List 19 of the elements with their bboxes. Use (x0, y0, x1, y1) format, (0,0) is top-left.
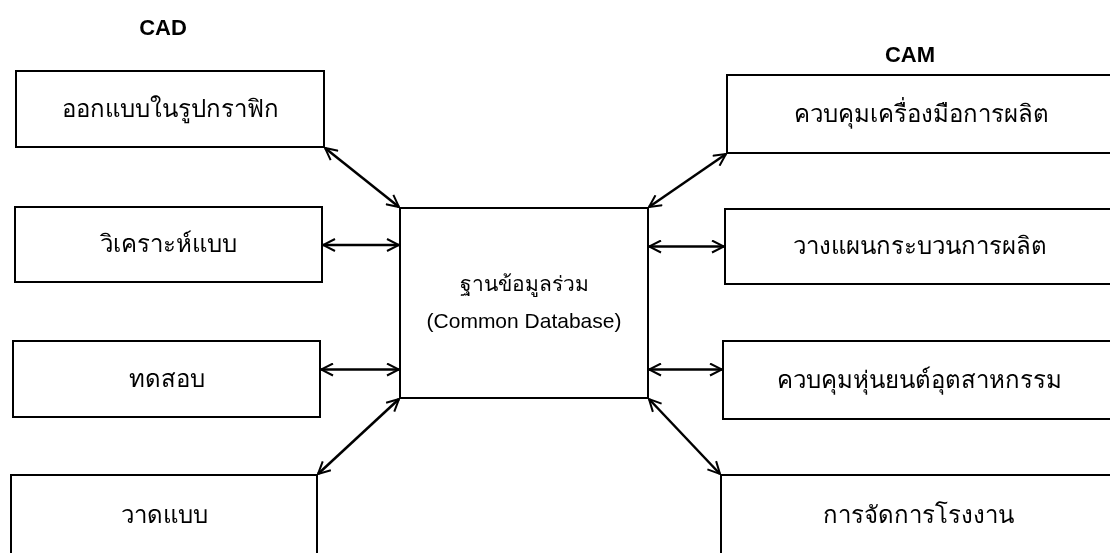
process-box: ทดสอบ (12, 340, 321, 418)
double-arrow (320, 362, 400, 377)
process-box: วาดแบบ (10, 474, 318, 553)
group-heading: CAD (139, 15, 187, 41)
double-arrow (324, 147, 400, 208)
double-arrow (648, 362, 723, 377)
process-box: ควบคุมหุ่นยนต์อุตสาหกรรม (722, 340, 1110, 420)
double-arrow (322, 238, 400, 252)
process-box: วางแผนกระบวนการผลิต (724, 208, 1110, 285)
process-box: ออกแบบในรูปกราฟิก (15, 70, 325, 148)
process-box: วิเคราะห์แบบ (14, 206, 323, 283)
double-arrow (648, 152, 727, 209)
double-arrow (648, 398, 721, 475)
process-box: ควบคุมเครื่องมือการผลิต (726, 74, 1110, 154)
group-heading: CAM (884, 42, 936, 68)
double-arrow (648, 239, 725, 254)
process-box: การจัดการโรงงาน (720, 474, 1110, 553)
double-arrow (317, 398, 400, 475)
database-box: ฐานข้อมูลร่วม (Common Database) (399, 207, 649, 399)
